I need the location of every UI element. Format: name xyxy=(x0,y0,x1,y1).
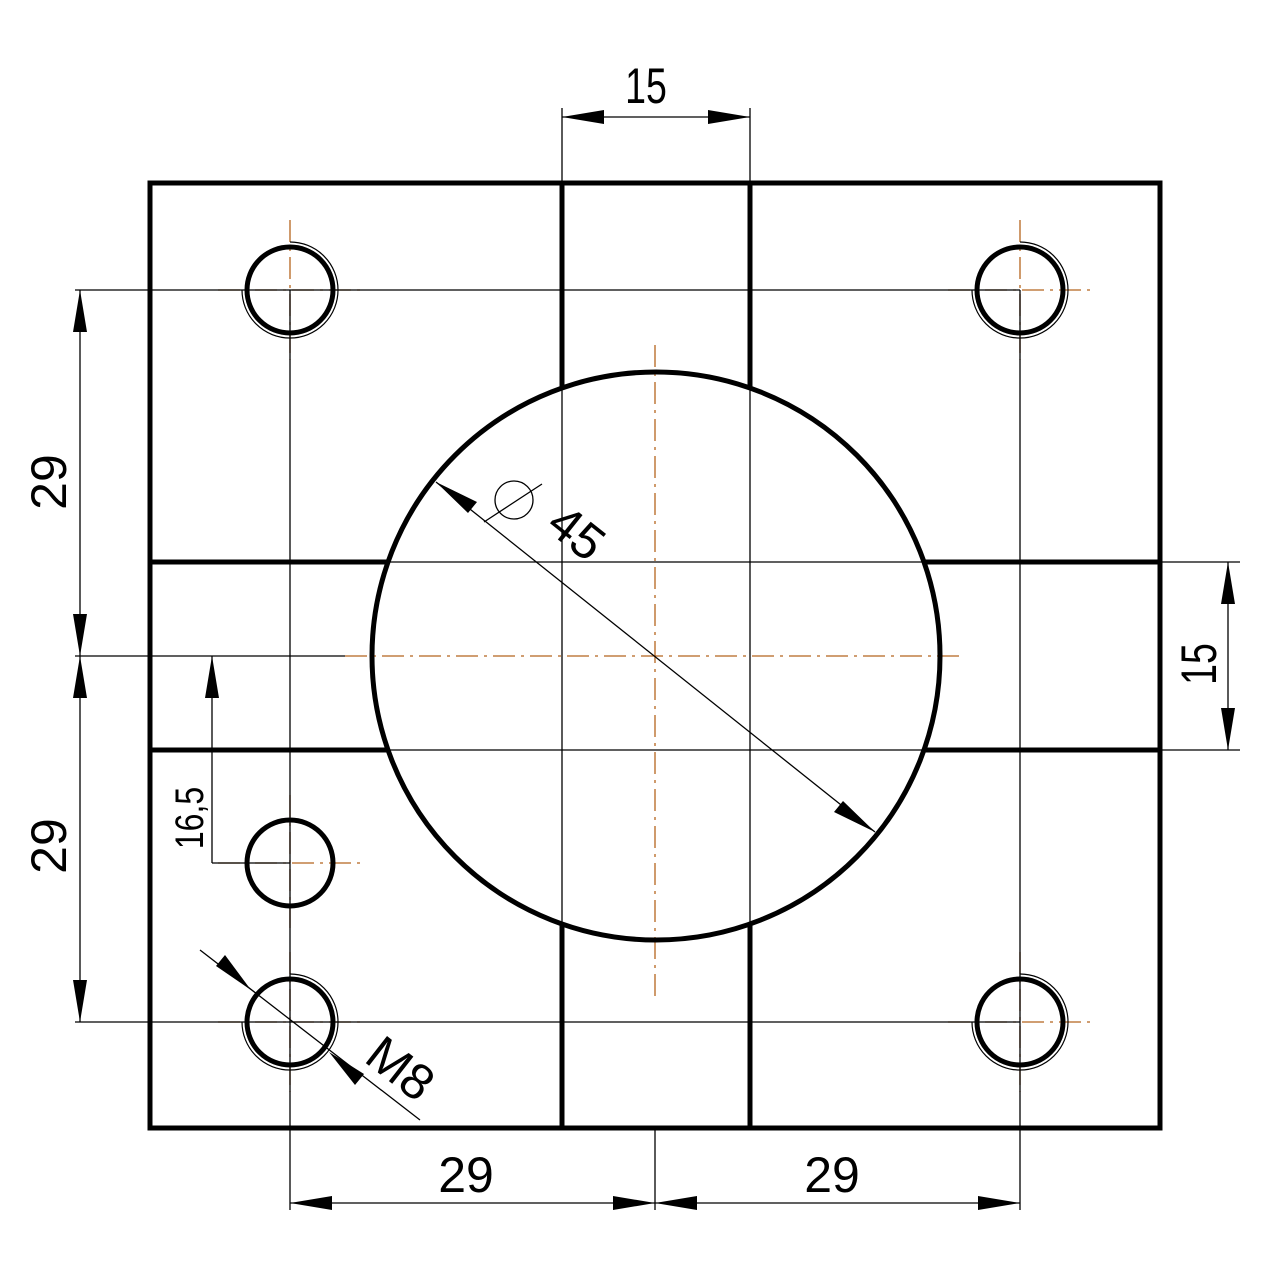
dimension-label-bottom-left: 29 xyxy=(438,1147,494,1203)
dimension-top-slot: 15 xyxy=(561,59,751,183)
dimension-label-right-slot: 15 xyxy=(1172,643,1227,685)
dimension-inner-offset: 16,5 xyxy=(167,656,290,864)
dimension-label-top-slot: 15 xyxy=(625,59,667,114)
dimension-label-left-lower: 29 xyxy=(21,818,77,874)
central-bore xyxy=(369,369,943,943)
construction-lines xyxy=(75,289,1021,1210)
dimension-left-vertical: 29 29 xyxy=(21,290,345,1022)
threaded-hole-top-left xyxy=(241,241,339,339)
dimension-label-bottom-right: 29 xyxy=(804,1147,860,1203)
threaded-hole-bottom-right xyxy=(971,973,1069,1071)
threaded-hole-top-right xyxy=(971,241,1069,339)
dimension-label-bore-diameter: 45 xyxy=(537,493,615,571)
dimension-label-left-upper: 29 xyxy=(21,454,77,510)
dimension-label-thread: M8 xyxy=(356,1025,445,1112)
threaded-hole-bottom-left xyxy=(241,973,339,1071)
dimension-thread: M8 xyxy=(199,949,445,1121)
dimension-label-inner-offset: 16,5 xyxy=(167,787,212,849)
diameter-symbol-icon xyxy=(483,480,543,523)
dimension-right-slot: 15 xyxy=(1160,561,1240,751)
dimension-bottom-horizontal: 29 29 xyxy=(290,1128,1020,1210)
